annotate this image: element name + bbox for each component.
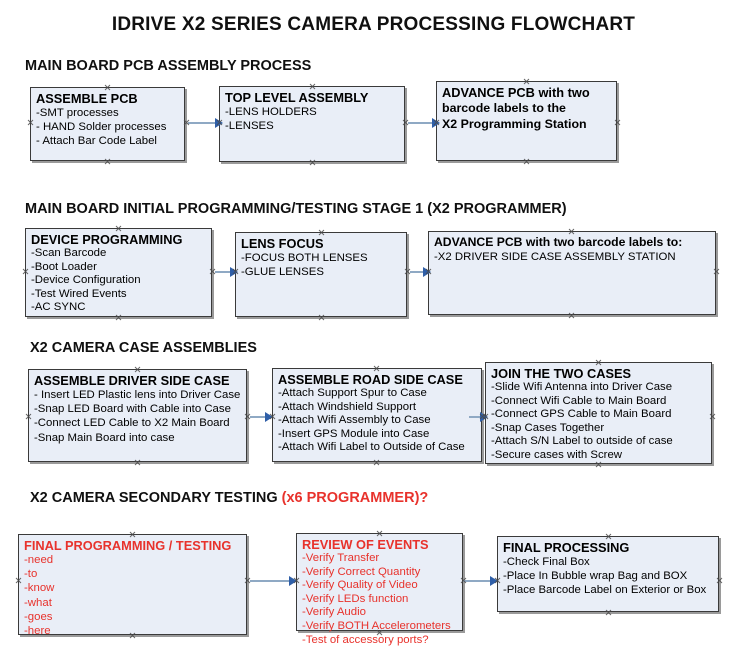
arrow-top-level-to-advance-pcb bbox=[408, 118, 440, 128]
box-title: ADVANCE PCB with two bbox=[442, 85, 590, 100]
box-line: -Verify Correct Quantity bbox=[302, 565, 421, 578]
section-heading-text: X2 CAMERA SECONDARY TESTING bbox=[30, 490, 282, 506]
box-line: - HAND Solder processes bbox=[36, 121, 167, 134]
box-title: JOIN THE TWO CASES bbox=[491, 366, 632, 381]
box-line: -Insert GPS Module into Case bbox=[278, 427, 430, 440]
box-line: -LENSES bbox=[225, 120, 274, 133]
box-line: -Verify Audio bbox=[302, 606, 366, 619]
box-line: -Attach Wifi Label to Outside of Case bbox=[278, 441, 465, 454]
box-line: -Attach S/N Label to outside of case bbox=[491, 435, 673, 448]
arrow-final-programming-to-review-of-events bbox=[250, 576, 297, 586]
box-line: -Verify Quality of Video bbox=[302, 579, 418, 592]
box-line: -Connect GPS Cable to Main Board bbox=[491, 408, 672, 421]
box-line: -know bbox=[24, 582, 55, 595]
box-line: -here bbox=[24, 625, 51, 638]
box-assemble-road-side-case[interactable]: ASSEMBLE ROAD SIDE CASE -Attach Support … bbox=[272, 368, 482, 462]
arrow-road-case-to-join-cases bbox=[469, 412, 488, 422]
box-title: ASSEMBLE PCB bbox=[36, 91, 138, 106]
section-heading-main-board-pcb-assembly: MAIN BOARD PCB ASSEMBLY PROCESS bbox=[25, 58, 312, 74]
page-title: IDRIVE X2 SERIES CAMERA PROCESSING FLOWC… bbox=[111, 14, 636, 35]
box-line: -Place In Bubble wrap Bag and BOX bbox=[503, 570, 688, 583]
box-title: DEVICE PROGRAMMING bbox=[31, 232, 183, 247]
arrow-lens-focus-to-advance-pcb bbox=[410, 267, 431, 277]
box-title: FINAL PROCESSING bbox=[503, 540, 630, 555]
box-title: LENS FOCUS bbox=[241, 236, 324, 251]
box-title: ASSEMBLE ROAD SIDE CASE bbox=[278, 372, 463, 387]
box-line: -Verify BOTH Accelerometers bbox=[302, 619, 451, 632]
box-line: -need bbox=[24, 554, 54, 566]
box-line: -Scan Barcode bbox=[31, 247, 107, 259]
box-line: -Place Barcode Label on Exterior or Box bbox=[503, 584, 707, 597]
box-top-level-assembly[interactable]: TOP LEVEL ASSEMBLY -LENS HOLDERS -LENSES bbox=[219, 86, 405, 162]
box-line: -Slide Wifi Antenna into Driver Case bbox=[491, 381, 673, 393]
box-line: -Check Final Box bbox=[503, 556, 590, 568]
box-line: -Verify LEDs function bbox=[302, 592, 409, 605]
box-device-programming[interactable]: DEVICE PROGRAMMING -Scan Barcode -Boot L… bbox=[25, 228, 212, 317]
box-line: -Verify Transfer bbox=[302, 552, 380, 564]
box-line: -Snap Cases Together bbox=[491, 421, 605, 434]
arrow-review-of-events-to-final-processing bbox=[463, 576, 498, 586]
box-title: ADVANCE PCB with two barcode labels to: bbox=[434, 235, 683, 249]
box-line: -Snap Main Board into case bbox=[34, 431, 175, 444]
box-line: -Attach Wifi Assembly to Case bbox=[278, 414, 431, 427]
box-review-of-events[interactable]: REVIEW OF EVENTS -Verify Transfer -Verif… bbox=[296, 533, 463, 646]
box-line: -Snap LED Board with Cable into Case bbox=[34, 403, 231, 416]
box-final-programming-testing[interactable]: FINAL PROGRAMMING / TESTING -need -to -k… bbox=[18, 534, 247, 638]
box-line: -LENS HOLDERS bbox=[225, 106, 317, 118]
box-assemble-driver-side-case[interactable]: ASSEMBLE DRIVER SIDE CASE - Insert LED P… bbox=[28, 369, 247, 462]
box-line: -GLUE LENSES bbox=[241, 266, 324, 279]
box-advance-pcb-programming-station[interactable]: ADVANCE PCB with two barcode labels to t… bbox=[436, 81, 617, 161]
box-line: -FOCUS BOTH LENSES bbox=[241, 252, 368, 264]
section-heading-accent: (x6 PROGRAMMER)? bbox=[281, 490, 429, 506]
box-line: -Test Wired Events bbox=[31, 287, 127, 300]
box-line: - Attach Bar Code Label bbox=[36, 135, 157, 148]
box-line: - Insert LED Plastic lens into Driver Ca… bbox=[34, 389, 241, 401]
arrow-driver-case-to-road-case bbox=[250, 412, 273, 422]
box-line: -Connect LED Cable to X2 Main Board bbox=[34, 417, 230, 430]
box-line: barcode labels to the bbox=[442, 101, 566, 115]
box-title: TOP LEVEL ASSEMBLY bbox=[225, 90, 369, 105]
box-line: -what bbox=[24, 596, 52, 609]
box-line: X2 Programming Station bbox=[442, 117, 587, 131]
box-advance-pcb-driver-side-case[interactable]: ADVANCE PCB with two barcode labels to: … bbox=[428, 231, 716, 315]
box-line-overflow: -Test of accessory ports? bbox=[302, 633, 429, 646]
box-line: -SMT processes bbox=[36, 107, 119, 119]
box-title: ASSEMBLE DRIVER SIDE CASE bbox=[34, 373, 230, 388]
box-final-processing[interactable]: FINAL PROCESSING -Check Final Box -Place… bbox=[497, 536, 719, 612]
arrow-assemble-pcb-to-top-level bbox=[188, 118, 223, 128]
box-line: -Attach Windshield Support bbox=[278, 400, 417, 413]
box-line: -Attach Support Spur to Case bbox=[278, 387, 427, 399]
box-title: REVIEW OF EVENTS bbox=[302, 537, 429, 552]
box-line: -Connect Wifi Cable to Main Board bbox=[491, 394, 667, 407]
box-line: -Device Configuration bbox=[31, 274, 141, 287]
section-heading-x2-camera-case-assemblies: X2 CAMERA CASE ASSEMBLIES bbox=[30, 340, 257, 356]
box-line: -to bbox=[24, 568, 38, 581]
box-line: -AC SYNC bbox=[31, 301, 86, 314]
section-heading-main-board-initial-programming: MAIN BOARD INITIAL PROGRAMMING/TESTING S… bbox=[25, 201, 567, 217]
section-heading-x2-camera-secondary-testing: X2 CAMERA SECONDARY TESTING (x6 PROGRAMM… bbox=[30, 490, 428, 506]
box-line: -Boot Loader bbox=[31, 260, 97, 273]
box-line: -X2 DRIVER SIDE CASE ASSEMBLY STATION bbox=[434, 251, 676, 263]
box-join-the-two-cases[interactable]: JOIN THE TWO CASES -Slide Wifi Antenna i… bbox=[485, 362, 712, 464]
box-lens-focus[interactable]: LENS FOCUS -FOCUS BOTH LENSES -GLUE LENS… bbox=[235, 232, 407, 317]
box-line: -Secure cases with Screw bbox=[491, 448, 623, 461]
box-title: FINAL PROGRAMMING / TESTING bbox=[24, 538, 232, 553]
box-line: -goes bbox=[24, 610, 53, 623]
arrow-device-programming-to-lens-focus bbox=[215, 267, 238, 277]
box-assemble-pcb[interactable]: ASSEMBLE PCB -SMT processes - HAND Solde… bbox=[30, 87, 185, 161]
